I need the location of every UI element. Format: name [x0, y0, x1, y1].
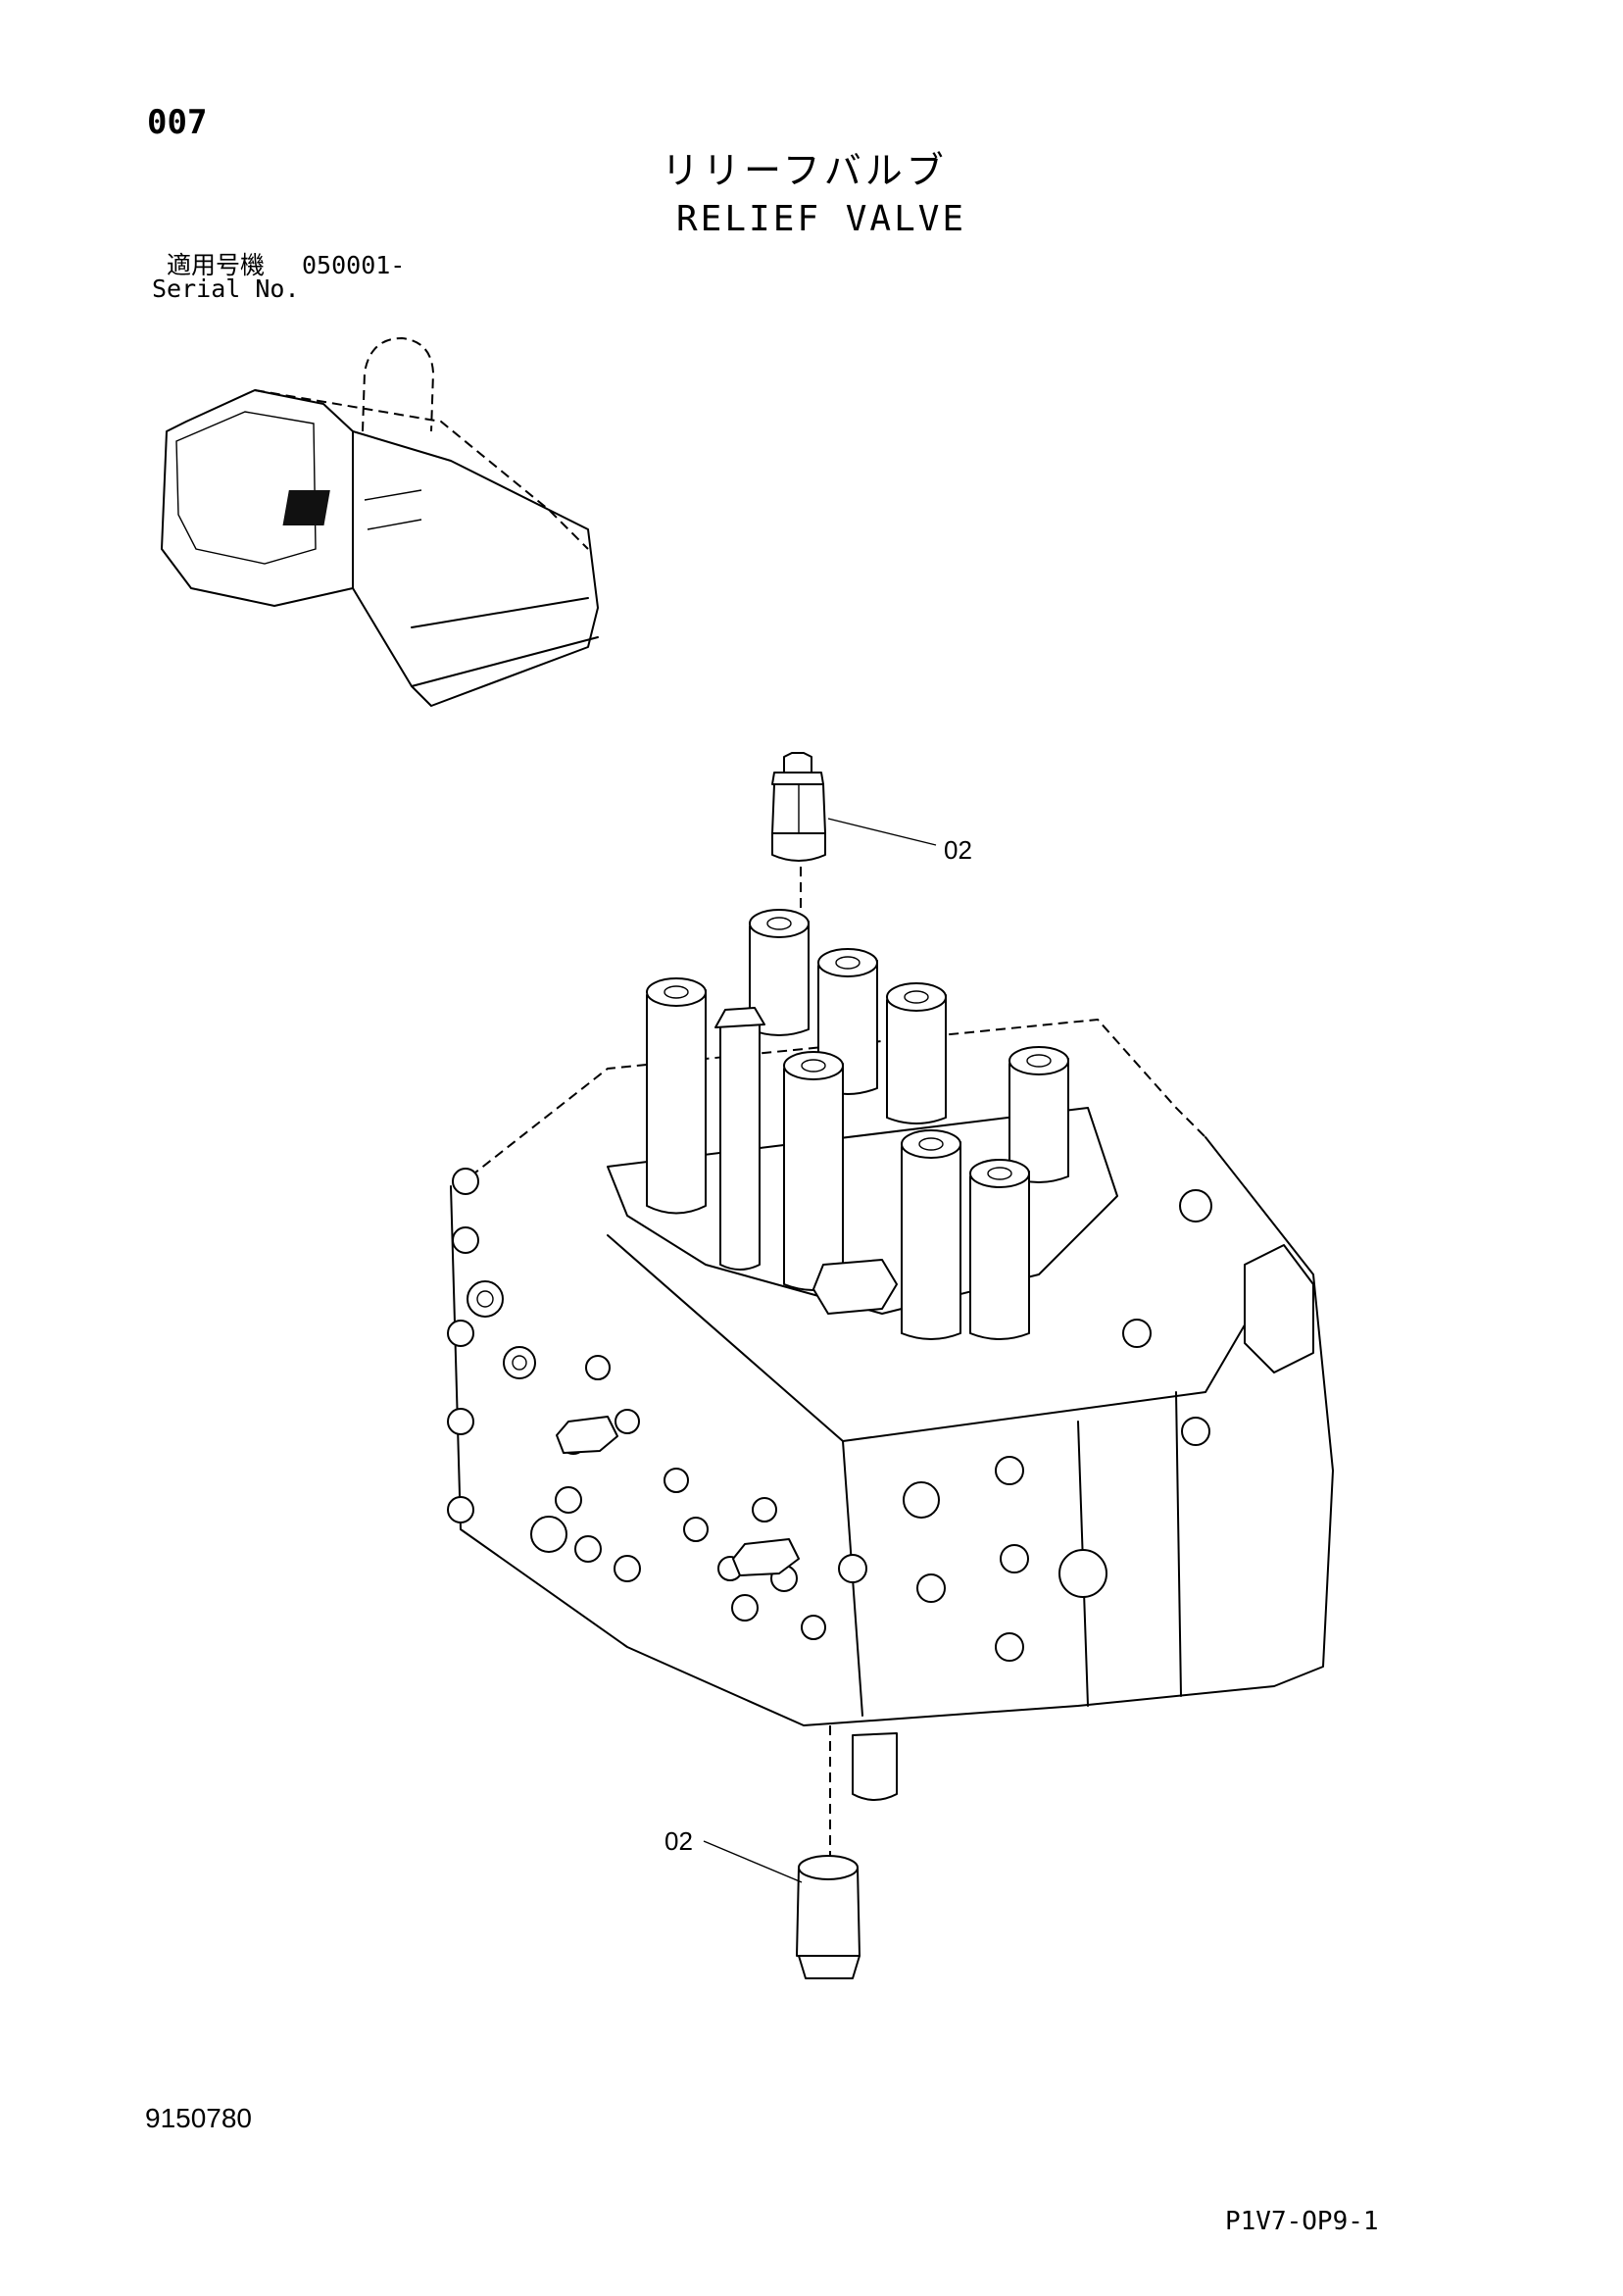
document-number: 9150780: [145, 2103, 253, 2133]
counterweight-lines: [411, 597, 599, 687]
relief-valve-bottom: [796, 1855, 861, 1979]
relief-valve-top: [771, 752, 826, 862]
right-cover: [1244, 1244, 1314, 1373]
upper-body: [352, 430, 599, 707]
hex-plug: [812, 1259, 898, 1315]
callout-top-leader: [827, 818, 937, 846]
callout-label-bottom: 02: [664, 1826, 693, 1856]
callout-bottom-leader: [703, 1840, 803, 1883]
cartridge-7: [1008, 1046, 1069, 1183]
cartridge-5: [714, 1007, 765, 1271]
excavator-locator: [161, 336, 599, 707]
title-japanese: リリーフバルブ: [662, 149, 948, 192]
valve-bottom-tip: [798, 1955, 861, 1979]
upper-top-edge: [254, 389, 589, 550]
cab-window: [175, 411, 317, 565]
block-outline: [450, 1136, 1334, 1726]
cartridge-4: [886, 982, 947, 1124]
callout-label-top: 02: [944, 835, 972, 865]
cartridge-1: [646, 977, 707, 1215]
serial-label-english: Serial No.: [152, 275, 300, 303]
page-code: P1V7-OP9-1: [1225, 2207, 1379, 2236]
lower-port: [852, 1732, 898, 1801]
serial-label-japanese: 適用号機: [167, 251, 266, 279]
valve-top-flange: [771, 772, 824, 785]
control-valve-assembly: [447, 909, 1334, 1801]
block-face-edge: [607, 1234, 1275, 1442]
block-top-edge: [469, 1018, 1206, 1177]
cartridge-2: [749, 909, 810, 1036]
cartridge-9: [969, 1159, 1030, 1340]
hex-boss-center: [732, 1538, 800, 1576]
side-plugs: [447, 1168, 1212, 1662]
cartridge-6: [783, 1051, 844, 1291]
title-english: RELIEF VALVE: [676, 199, 967, 239]
control-valve-marker: [282, 490, 330, 525]
valve-leader: [364, 489, 422, 530]
hex-boss-left: [556, 1416, 618, 1454]
serial-value: 050001-: [302, 251, 406, 279]
valve-top-body: [771, 832, 826, 862]
valve-bottom-top: [798, 1855, 859, 1880]
cartridge-8: [901, 1129, 961, 1340]
cab-outline: [161, 389, 354, 607]
boom-outline: [362, 336, 435, 432]
valve-top-nut: [783, 752, 812, 774]
page-number: 007: [147, 103, 208, 142]
